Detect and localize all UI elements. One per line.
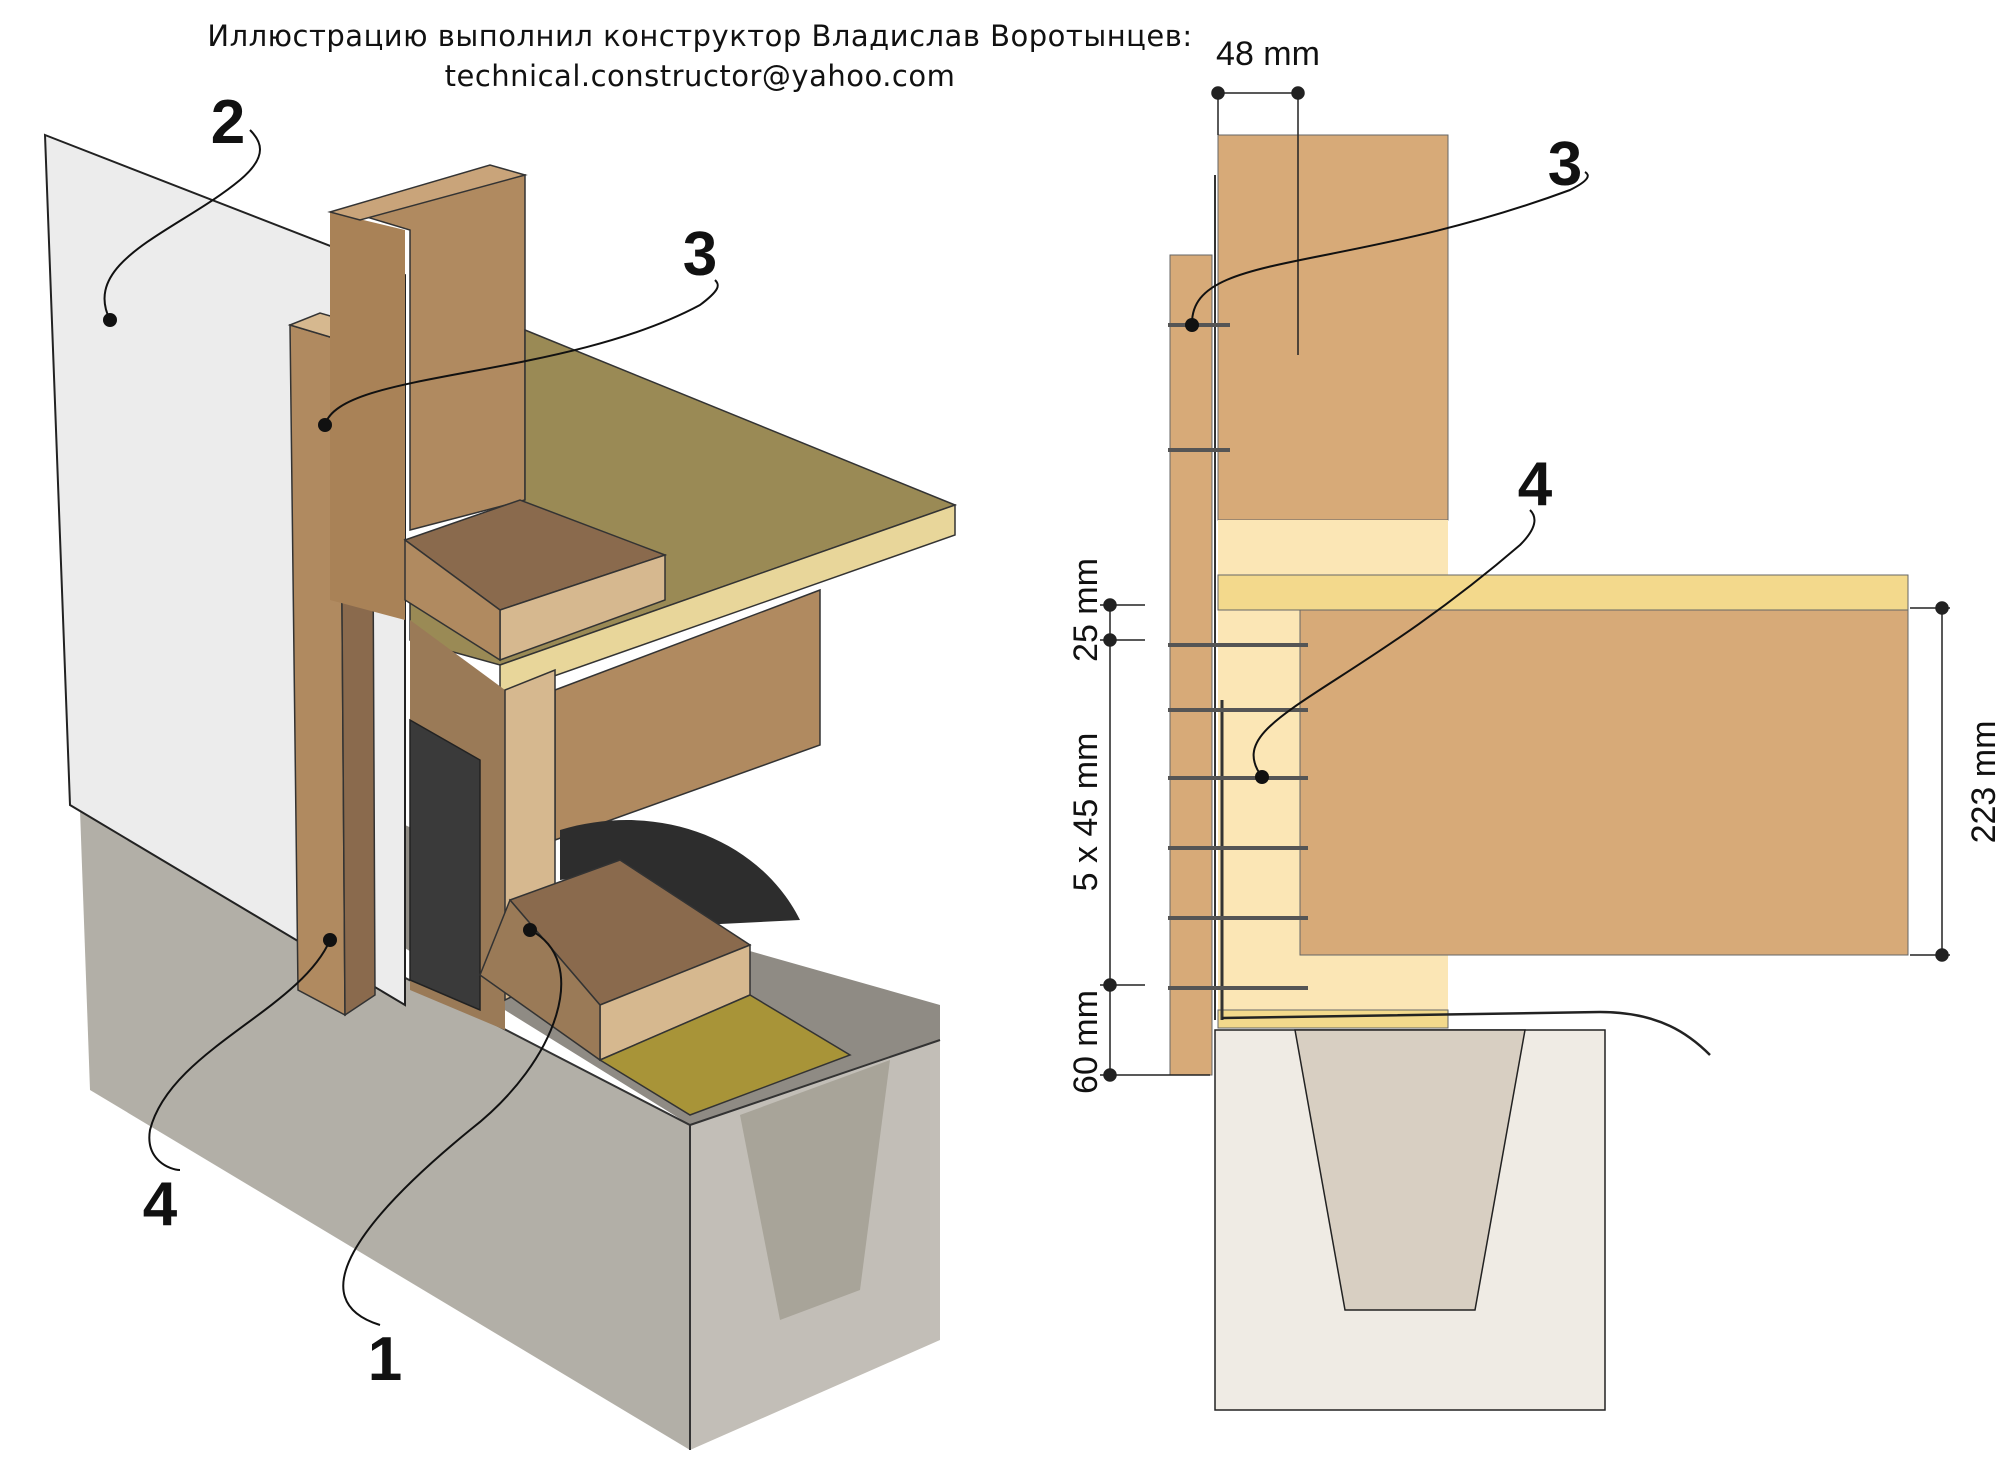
section-insulation-upper bbox=[1218, 520, 1448, 575]
illustration-credit: Иллюстрацию выполнил конструктор Владисл… bbox=[160, 16, 1240, 96]
foundation-groove bbox=[740, 1060, 890, 1320]
dimension-dot-icon bbox=[1103, 978, 1117, 992]
bitumen-roll bbox=[560, 820, 800, 925]
leader-iso-4 bbox=[148, 939, 331, 1171]
callout-iso-2: 2 bbox=[211, 88, 245, 157]
dimension-dot-icon bbox=[1211, 86, 1225, 100]
post-front bbox=[330, 212, 405, 620]
section-flashing bbox=[1221, 1010, 1711, 1056]
credit-line-1: Иллюстрацию выполнил конструктор Владисл… bbox=[207, 19, 1193, 53]
callout-dot-icon bbox=[1255, 770, 1269, 784]
waterproof-strip bbox=[598, 994, 852, 1116]
membrane-sheet bbox=[409, 718, 481, 1012]
dim-gap-top-label: 25 mm bbox=[1067, 558, 1105, 662]
dimension-dot-icon bbox=[1935, 948, 1949, 962]
post-top bbox=[327, 164, 528, 221]
leader-sec-3 bbox=[1190, 171, 1589, 326]
leader-iso-3 bbox=[324, 279, 719, 426]
callout-iso-3: 3 bbox=[683, 220, 717, 289]
dimension-dot-icon bbox=[1103, 598, 1117, 612]
callout-dot-icon bbox=[103, 313, 117, 327]
callout-sec-4: 4 bbox=[1518, 450, 1553, 519]
rim-joist bbox=[403, 499, 668, 662]
upper-post bbox=[327, 164, 528, 620]
leader-iso-2 bbox=[103, 129, 261, 321]
sill-plate bbox=[479, 859, 752, 1062]
dim-top-width-label: 48 mm bbox=[1216, 35, 1320, 73]
section-bottom-plate bbox=[1217, 1009, 1449, 1029]
callout-sec-3: 3 bbox=[1548, 130, 1582, 199]
callout-dot-icon bbox=[318, 418, 332, 432]
section-trench bbox=[1294, 1029, 1526, 1311]
callout-leaders bbox=[103, 129, 1589, 1326]
osb-front-edge bbox=[499, 503, 956, 697]
section-wall-upper bbox=[1217, 134, 1449, 521]
dim-spacing-label: 5 x 45 mm bbox=[1067, 733, 1105, 892]
callout-dot-icon bbox=[323, 933, 337, 947]
leader-sec-4 bbox=[1252, 509, 1536, 778]
dimension-dot-icon bbox=[1103, 633, 1117, 647]
credit-line-2: technical.constructor@yahoo.com bbox=[444, 59, 956, 93]
leader-iso-1 bbox=[342, 929, 563, 1326]
callout-dot-icon bbox=[523, 923, 537, 937]
dimension-dot-icon bbox=[1291, 86, 1305, 100]
callout-iso-4: 4 bbox=[143, 1170, 178, 1239]
callout-iso-1: 1 bbox=[368, 1325, 402, 1394]
dimension-lines bbox=[1100, 86, 1950, 1082]
section-view: 48 mm 25 mm 5 x 45 mm 60 mm 223 mm bbox=[1067, 35, 2000, 1411]
section-batten bbox=[1169, 254, 1213, 1076]
dimension-dot-icon bbox=[1103, 1068, 1117, 1082]
dim-bottom-label: 60 mm bbox=[1067, 990, 1105, 1094]
dimension-dot-icon bbox=[1935, 601, 1949, 615]
callout-dots bbox=[103, 313, 1269, 947]
rim-front bbox=[404, 538, 501, 662]
sill-left bbox=[479, 898, 601, 1062]
dim-joist-height-label: 223 mm bbox=[1965, 721, 2000, 844]
callout-dot-icon bbox=[1185, 318, 1199, 332]
isometric-view bbox=[43, 133, 958, 1450]
foundation-front-face bbox=[80, 810, 690, 1450]
fasteners bbox=[1168, 323, 1308, 990]
section-osb-strip bbox=[1217, 574, 1909, 611]
section-floor-joist bbox=[1299, 609, 1909, 956]
